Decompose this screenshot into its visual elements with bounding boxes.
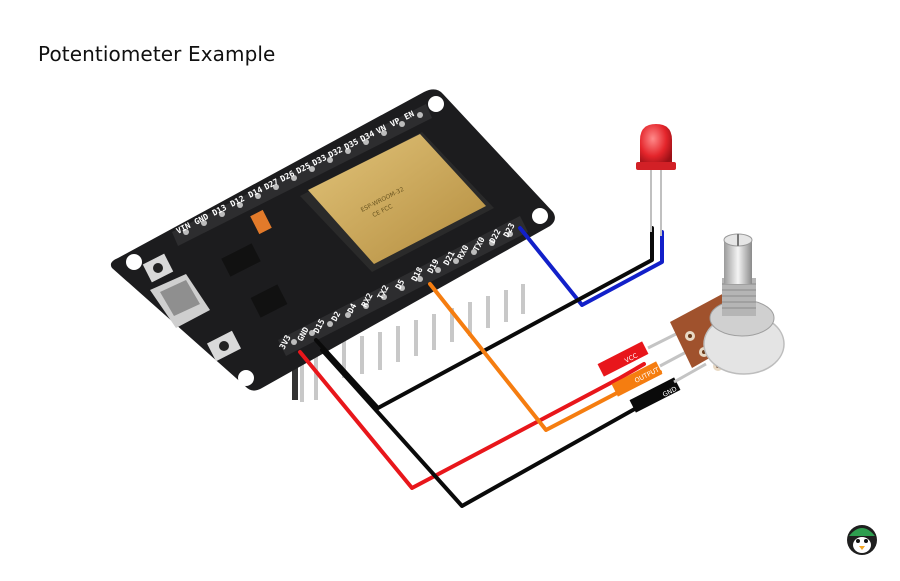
usb-chip (250, 284, 288, 318)
wire-blue-d23-to-led (518, 226, 664, 307)
connector-gnd (629, 377, 681, 413)
wire-black-gnd-to-pot-gnd (320, 348, 674, 508)
pin-label-d5: D5 (393, 277, 406, 290)
esp32-board: ESP-WROOM-32 CE FCC (110, 89, 555, 391)
header-pins-bottom (292, 284, 525, 402)
red-led (636, 124, 676, 236)
pin-label-d2: D2 (329, 309, 342, 322)
esp32-module (308, 134, 486, 264)
wire-red-3v3-to-vcc (298, 350, 646, 490)
page-title: Potentiometer Example (38, 42, 276, 66)
wire-black-gnd-to-led (314, 226, 654, 410)
pin-label-vn: VN (374, 122, 387, 135)
potentiometer: VCC OUTPUT GND (597, 233, 785, 413)
orange-capacitor (250, 209, 272, 235)
pin-label-en: EN (402, 108, 415, 121)
pin-label-d4: D4 (345, 301, 358, 314)
pin-label-vp: VP (388, 115, 401, 128)
connector-output (611, 361, 663, 397)
connector-vcc (597, 341, 649, 377)
penguin-mascot-logo (847, 525, 877, 555)
